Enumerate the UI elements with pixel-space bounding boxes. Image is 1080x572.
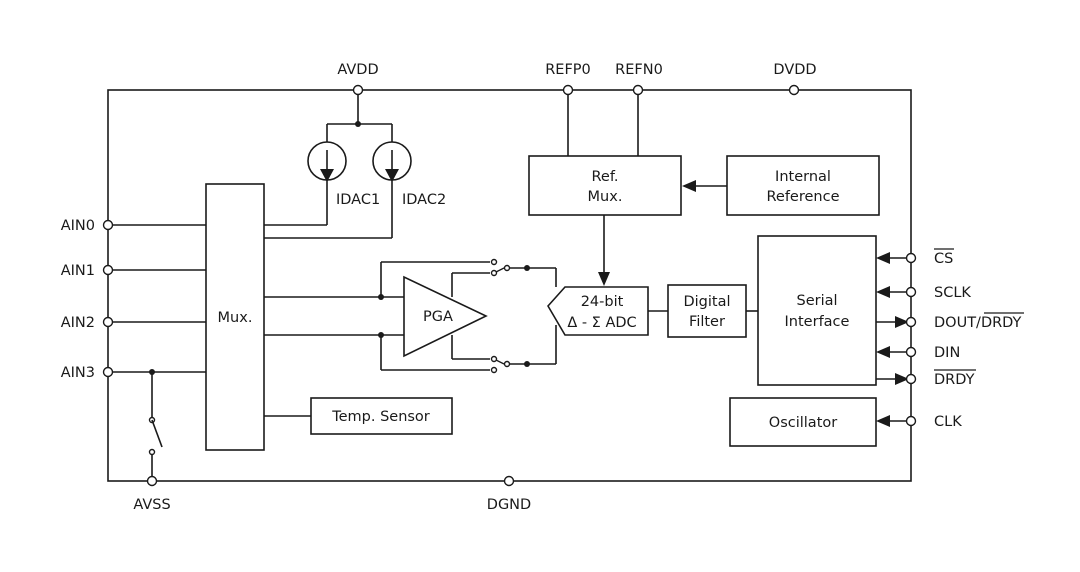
pin-label-avss: AVSS (133, 497, 170, 513)
serial-interface-label-line1: Serial (796, 293, 837, 309)
pin-avss (146, 475, 158, 487)
pin-refp0 (562, 84, 574, 96)
pin-ain2 (102, 316, 114, 328)
pin-label-cs: CS (934, 251, 953, 267)
pga-wiring (264, 258, 557, 374)
pin-avdd (352, 84, 364, 96)
pin-label-clk: CLK (934, 414, 962, 430)
digital-pin-wiring (876, 252, 911, 427)
idac2-current-source (264, 141, 412, 239)
pin-ain0 (102, 219, 114, 231)
pin-dgnd (503, 475, 515, 487)
pin-cs (905, 252, 917, 264)
pin-sclk (905, 286, 917, 298)
oscillator-label: Oscillator (769, 415, 837, 431)
adc-label-line1: 24-bit (581, 294, 624, 310)
ref-mux-block (528, 155, 682, 216)
pin-label-ain0: AIN0 (61, 218, 95, 234)
pga-amplifier (403, 275, 488, 358)
pin-label-refn0: REFN0 (615, 62, 663, 78)
adc-label-line2: Δ - Σ ADC (567, 315, 636, 331)
idac1-label: IDAC1 (336, 192, 380, 208)
ref-mux-label-line1: Ref. (591, 169, 618, 185)
internal-reference-label-line1: Internal (775, 169, 831, 185)
pin-ain1 (102, 264, 114, 276)
serial-interface-label-line2: Interface (785, 314, 850, 330)
pin-label-dout-drdy: DRDY (981, 315, 1022, 331)
temp-sensor-block (310, 397, 453, 435)
pin-label-ain1: AIN1 (61, 263, 95, 279)
pin-label-drdy: DRDY (934, 372, 975, 388)
pin-din (905, 346, 917, 358)
mux-label: Mux. (218, 310, 253, 326)
digital-filter-label-line2: Filter (689, 314, 725, 330)
pin-refn0 (632, 84, 644, 96)
pin-label-ain2: AIN2 (61, 315, 95, 331)
internal-reference-block (726, 155, 880, 216)
pin-dvdd (788, 84, 800, 96)
pin-label-refp0: REFP0 (545, 62, 591, 78)
pin-label-din: DIN (934, 345, 960, 361)
pin-label-dvdd: DVDD (773, 62, 816, 78)
pin-dout (905, 316, 917, 328)
pin-label-dout: DOUT/DRDY (934, 315, 1022, 331)
pin-markers (102, 84, 917, 487)
pin-ain3 (102, 366, 114, 378)
serial-interface-block (757, 235, 877, 386)
mux-block (205, 183, 265, 451)
temp-sensor-label: Temp. Sensor (331, 409, 430, 425)
reference-wiring (567, 90, 727, 286)
pin-label-ain3: AIN3 (61, 365, 95, 381)
pga-label: PGA (423, 309, 453, 325)
pin-label-dgnd: DGND (487, 497, 531, 513)
pin-label-dout-prefix: DOUT/ (934, 315, 981, 331)
pin-label-sclk: SCLK (934, 285, 971, 301)
digital-filter-block (667, 284, 747, 338)
internal-reference-label-line2: Reference (766, 189, 839, 205)
analog-input-wiring (108, 224, 206, 481)
digital-filter-label-line1: Digital (683, 294, 730, 310)
ref-mux-label-line2: Mux. (588, 189, 623, 205)
idac-supply-wiring (326, 90, 393, 142)
idac1-current-source (264, 141, 347, 226)
pin-drdy (905, 373, 917, 385)
oscillator-block (729, 397, 877, 447)
idac2-label: IDAC2 (402, 192, 446, 208)
pin-label-avdd: AVDD (337, 62, 378, 78)
pin-clk (905, 415, 917, 427)
